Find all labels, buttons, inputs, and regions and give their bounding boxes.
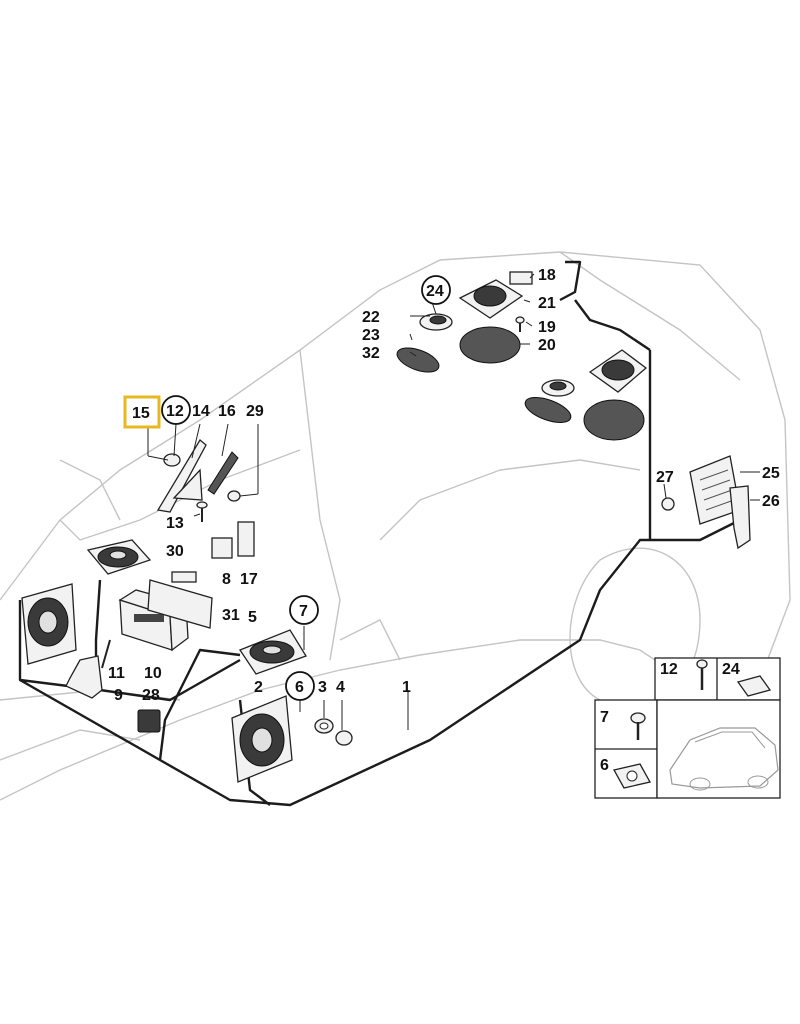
grill-16 — [207, 451, 239, 495]
dash-speaker — [86, 539, 152, 575]
callout-5: 5 — [248, 609, 257, 626]
callout-14: 14 — [192, 403, 210, 420]
grill-right-round — [583, 399, 645, 441]
speaker-5 — [239, 629, 307, 675]
callout-28: 28 — [142, 687, 160, 704]
callout-19: 19 — [538, 319, 556, 336]
callout-24: 24 — [426, 283, 444, 300]
radio-trim-panel — [147, 579, 213, 629]
legend-label-24: 24 — [722, 661, 740, 678]
legend-grid: 12 24 7 6 — [594, 657, 781, 799]
relay-8 — [211, 537, 233, 559]
front-door-woofer — [21, 583, 77, 665]
tweeter-triangle — [156, 439, 207, 513]
legend-label-7: 7 — [600, 709, 609, 726]
clip-29 — [227, 490, 241, 502]
legend-label-6: 6 — [600, 757, 609, 774]
legend-label-12: 12 — [660, 661, 678, 678]
callout-11: 11 — [108, 665, 125, 682]
screw-13 — [196, 501, 208, 522]
tapping-screw-icon — [630, 712, 646, 740]
callout-29: 29 — [246, 403, 264, 420]
callout-8: 8 — [222, 571, 231, 588]
bracket-9 — [65, 655, 103, 699]
car-thumbnail-icon — [669, 727, 779, 791]
callout-21: 21 — [538, 295, 556, 312]
callout-16: 16 — [218, 403, 236, 420]
grill-20 — [459, 326, 521, 364]
clip-30 — [171, 571, 197, 583]
woofer-2 — [231, 695, 293, 783]
nut-4 — [335, 730, 353, 746]
spring-nut-icon — [613, 763, 651, 789]
highlight-box — [123, 395, 161, 429]
callout-10: 10 — [144, 665, 162, 682]
callout-26: 26 — [762, 493, 780, 510]
clip-nut-icon — [736, 675, 772, 697]
fuse-17 — [237, 521, 255, 557]
tweeter-22 — [419, 313, 453, 331]
rear-shelf-speaker-right — [588, 349, 648, 393]
callout-3: 3 — [318, 679, 327, 696]
grill-right-oval — [524, 397, 572, 423]
nut-3 — [314, 718, 334, 734]
callout-13: 13 — [166, 515, 184, 532]
callout-7: 7 — [299, 603, 308, 620]
tweeter-right — [541, 379, 575, 397]
callout-20: 20 — [538, 337, 556, 354]
callout-1: 1 — [402, 679, 411, 696]
rear-shelf-speaker-left — [458, 279, 524, 319]
callout-25: 25 — [762, 465, 780, 482]
callout-27: 27 — [656, 469, 674, 486]
callout-6: 6 — [295, 679, 304, 696]
callout-22: 22 — [362, 309, 380, 326]
callout-31: 31 — [222, 607, 240, 624]
callout-23: 23 — [362, 327, 380, 344]
callout-15: 15 — [132, 405, 150, 422]
callout-32: 32 — [362, 345, 380, 362]
screw-icon — [696, 659, 708, 690]
screw-19 — [515, 316, 525, 332]
bracket-26 — [729, 485, 751, 550]
pin-11 — [101, 639, 111, 669]
bolt-27 — [661, 497, 675, 511]
callout-17: 17 — [240, 571, 258, 588]
clip-18 — [509, 271, 533, 285]
clip-15 — [163, 453, 181, 467]
callout-30: 30 — [166, 543, 184, 560]
callout-4: 4 — [336, 679, 345, 696]
grill-32 — [396, 347, 440, 373]
callout-12: 12 — [166, 403, 184, 420]
switch-28 — [137, 709, 161, 733]
callout-18: 18 — [538, 267, 556, 284]
callout-2: 2 — [254, 679, 263, 696]
callout-9: 9 — [114, 687, 123, 704]
callout-labels: 1 2 3 4 5 6 7 8 9 10 11 12 13 14 15 16 1… — [108, 267, 780, 704]
